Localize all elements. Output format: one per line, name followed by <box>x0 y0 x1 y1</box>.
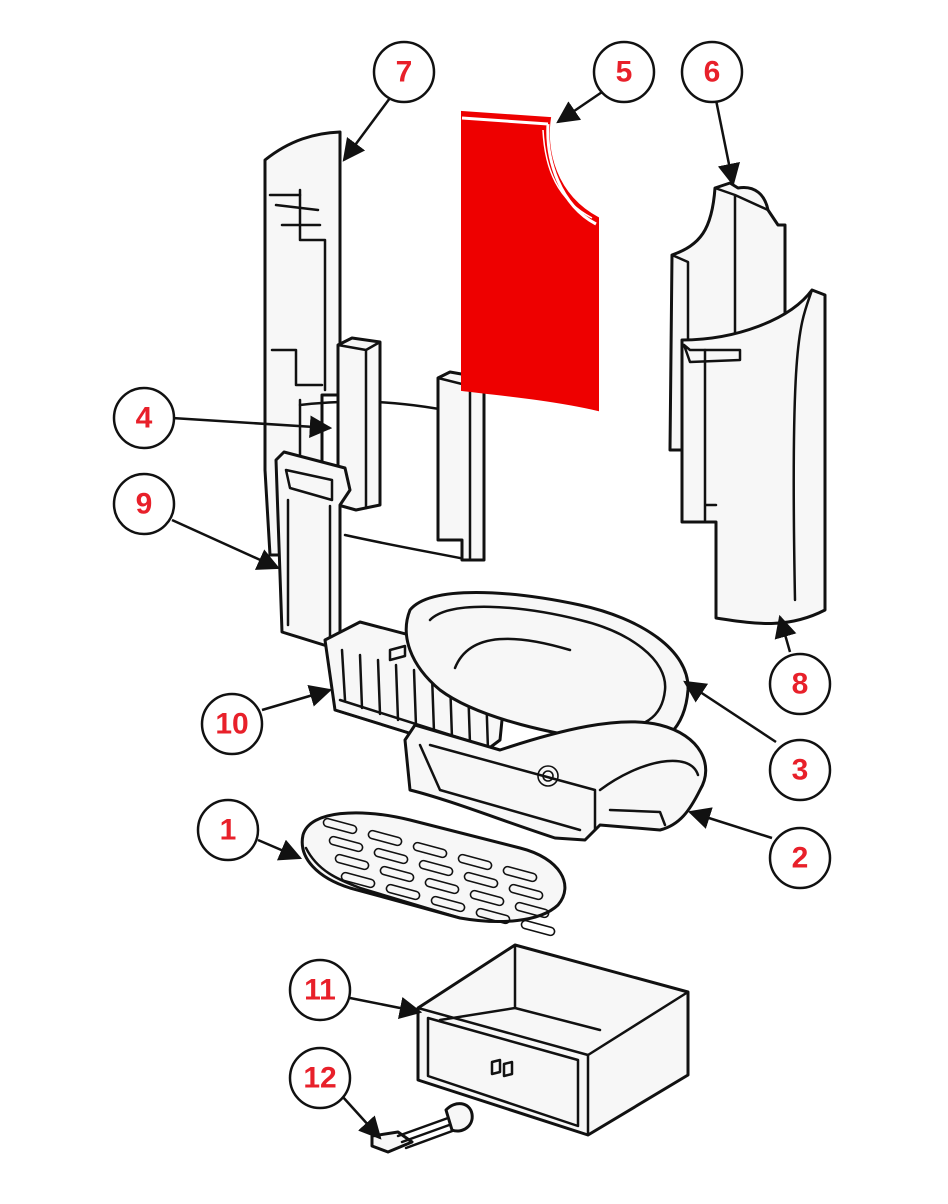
part-12-handle-tool[interactable] <box>370 1102 474 1154</box>
callout-12: 12 <box>288 1046 352 1110</box>
svg-text:7: 7 <box>396 56 413 89</box>
grate-slot <box>385 883 421 901</box>
grate-slot <box>418 859 454 877</box>
grate-slot <box>424 877 460 895</box>
callout-4: 4 <box>112 386 176 450</box>
grate-slot <box>475 907 511 925</box>
svg-text:9: 9 <box>136 488 153 521</box>
callout-3: 3 <box>768 738 832 802</box>
svg-text:11: 11 <box>304 974 336 1007</box>
grate-slot <box>508 883 544 901</box>
svg-text:5: 5 <box>616 56 633 89</box>
grate-slot <box>514 901 550 919</box>
grate-slot <box>457 853 493 871</box>
svg-text:2: 2 <box>792 842 809 875</box>
part-3-upper-ring[interactable] <box>404 591 690 747</box>
callout-7: 7 <box>372 40 436 104</box>
part-5-back-panel-highlighted[interactable] <box>461 110 599 412</box>
callout-9: 9 <box>112 472 176 536</box>
grate-slot <box>412 841 448 859</box>
part-1-grate-plate[interactable] <box>300 811 567 937</box>
callout-2: 2 <box>768 826 832 890</box>
grate-slot <box>340 871 376 889</box>
grate-slot <box>334 853 370 871</box>
grate-slot <box>520 919 556 937</box>
svg-text:6: 6 <box>704 56 721 89</box>
grate-slot <box>328 835 364 853</box>
grate-slot <box>379 865 415 883</box>
grate-slot <box>367 829 403 847</box>
svg-text:4: 4 <box>136 402 153 435</box>
part-9-bracket[interactable] <box>274 450 352 652</box>
callout-6: 6 <box>680 40 744 104</box>
part-8-right-front-liner[interactable] <box>680 288 827 625</box>
svg-text:8: 8 <box>792 668 809 701</box>
grate-slot <box>373 847 409 865</box>
callout-5: 5 <box>592 40 656 104</box>
callout-8: 8 <box>768 652 832 716</box>
grate-slot <box>463 871 499 889</box>
leader-lines <box>171 88 797 1140</box>
callout-1: 1 <box>196 798 260 862</box>
svg-text:10: 10 <box>215 708 248 741</box>
svg-text:3: 3 <box>792 754 809 787</box>
grate-slot <box>430 895 466 913</box>
grate-slot <box>502 865 538 883</box>
svg-text:1: 1 <box>220 814 237 847</box>
part-2-base-frame[interactable] <box>403 720 708 842</box>
grate-slot <box>322 817 358 835</box>
svg-text:12: 12 <box>303 1062 336 1095</box>
part-11-ash-drawer[interactable] <box>416 943 690 1137</box>
grate-slot <box>469 889 505 907</box>
part-4-back-pillars[interactable] <box>298 336 486 562</box>
callout-11: 11 <box>288 958 352 1022</box>
callout-10: 10 <box>200 692 264 756</box>
grate-slots <box>322 817 556 937</box>
